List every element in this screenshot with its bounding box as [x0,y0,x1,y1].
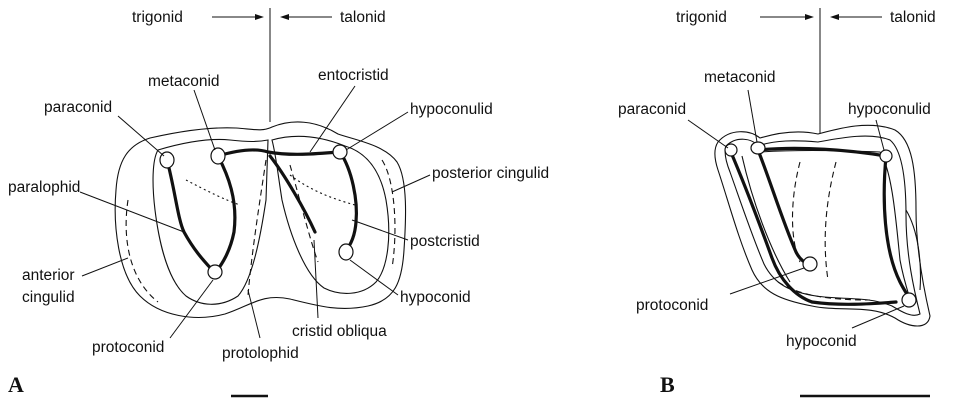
protocristid-b [758,150,810,264]
leader-hypoconulid-b [876,120,884,150]
label-hypoconulid-b: hypoconulid [848,101,931,118]
trigonid-arrowhead [255,14,264,20]
label-hypoconid: hypoconid [400,289,471,306]
metaconid-cusp [211,148,225,164]
hypoconid-cusp [339,244,353,260]
leader-protoconid [170,280,213,338]
paralophid-crest [167,160,214,272]
label-protoconid: protoconid [92,339,164,356]
hypoconid-cusp-b [902,293,916,307]
cristid-obliqua-crest [270,156,315,232]
leader-posterior-cingulid [392,175,430,192]
cristid-obliqua-dash [290,165,318,262]
label-posterior-cingulid: posterior cingulid [432,165,549,182]
panel-b: trigonid talonid metaconid [618,8,936,397]
metacristid-b [758,148,886,156]
talonid-inner-outline [272,136,389,293]
anterior-cingulid-line [126,200,158,302]
label-talonid: talonid [340,9,386,26]
hypoconulid-cusp [333,145,347,159]
postcristid-crest [340,152,356,252]
label-cristid-obliqua: cristid obliqua [292,323,387,340]
label-entocristid: entocristid [318,67,389,84]
trigonid-arrowhead-b [805,14,814,20]
metacristid-crest [218,150,338,156]
leader-paraconid-b [688,120,728,148]
label-talonid-b: talonid [890,9,936,26]
label-anterior-cingulid-line1: anterior [22,267,75,284]
paraconid-cusp-b [725,144,737,156]
dash-2-b [825,162,836,280]
leader-paralophid [80,192,184,232]
protolophid-dash [248,160,266,295]
label-paraconid: paraconid [44,99,112,116]
label-anterior-cingulid-line2: cingulid [22,289,75,306]
talonid-arrowhead [280,14,289,20]
protoconid-cusp-b [803,257,817,271]
leader-hypoconulid [346,112,408,150]
label-paraconid-b: paraconid [618,101,686,118]
label-metaconid: metaconid [148,73,220,90]
leader-hypoconid [350,260,398,295]
label-trigonid-b: trigonid [676,9,727,26]
posterior-cingulid-line [382,160,395,268]
hypoconulid-cusp-b [880,150,892,162]
label-postcristid: postcristid [410,233,480,250]
leader-protolophid [248,290,260,338]
panel-a: trigonid talonid [8,8,549,397]
label-hypoconulid: hypoconulid [410,101,493,118]
label-metaconid-b: metaconid [704,69,776,86]
label-protoconid-b: protoconid [636,297,708,314]
protoconid-cusp [208,265,222,279]
leader-anterior-cingulid [82,258,128,276]
label-trigonid: trigonid [132,9,183,26]
panel-letter-a: A [8,372,24,397]
cristid-b [812,302,896,304]
inner-basin-b [760,151,912,307]
label-protolophid: protolophid [222,345,299,362]
label-hypoconid-b: hypoconid [786,333,857,350]
tooth-outline-b [715,125,930,326]
label-paralophid: paralophid [8,179,80,196]
metaconid-cusp-b [751,142,765,154]
talonid-arrowhead-b [830,14,839,20]
tooth-contour-b [725,136,920,315]
leader-postcristid [352,220,408,240]
protolophid-crest [216,156,235,272]
panel-letter-b: B [660,372,675,397]
